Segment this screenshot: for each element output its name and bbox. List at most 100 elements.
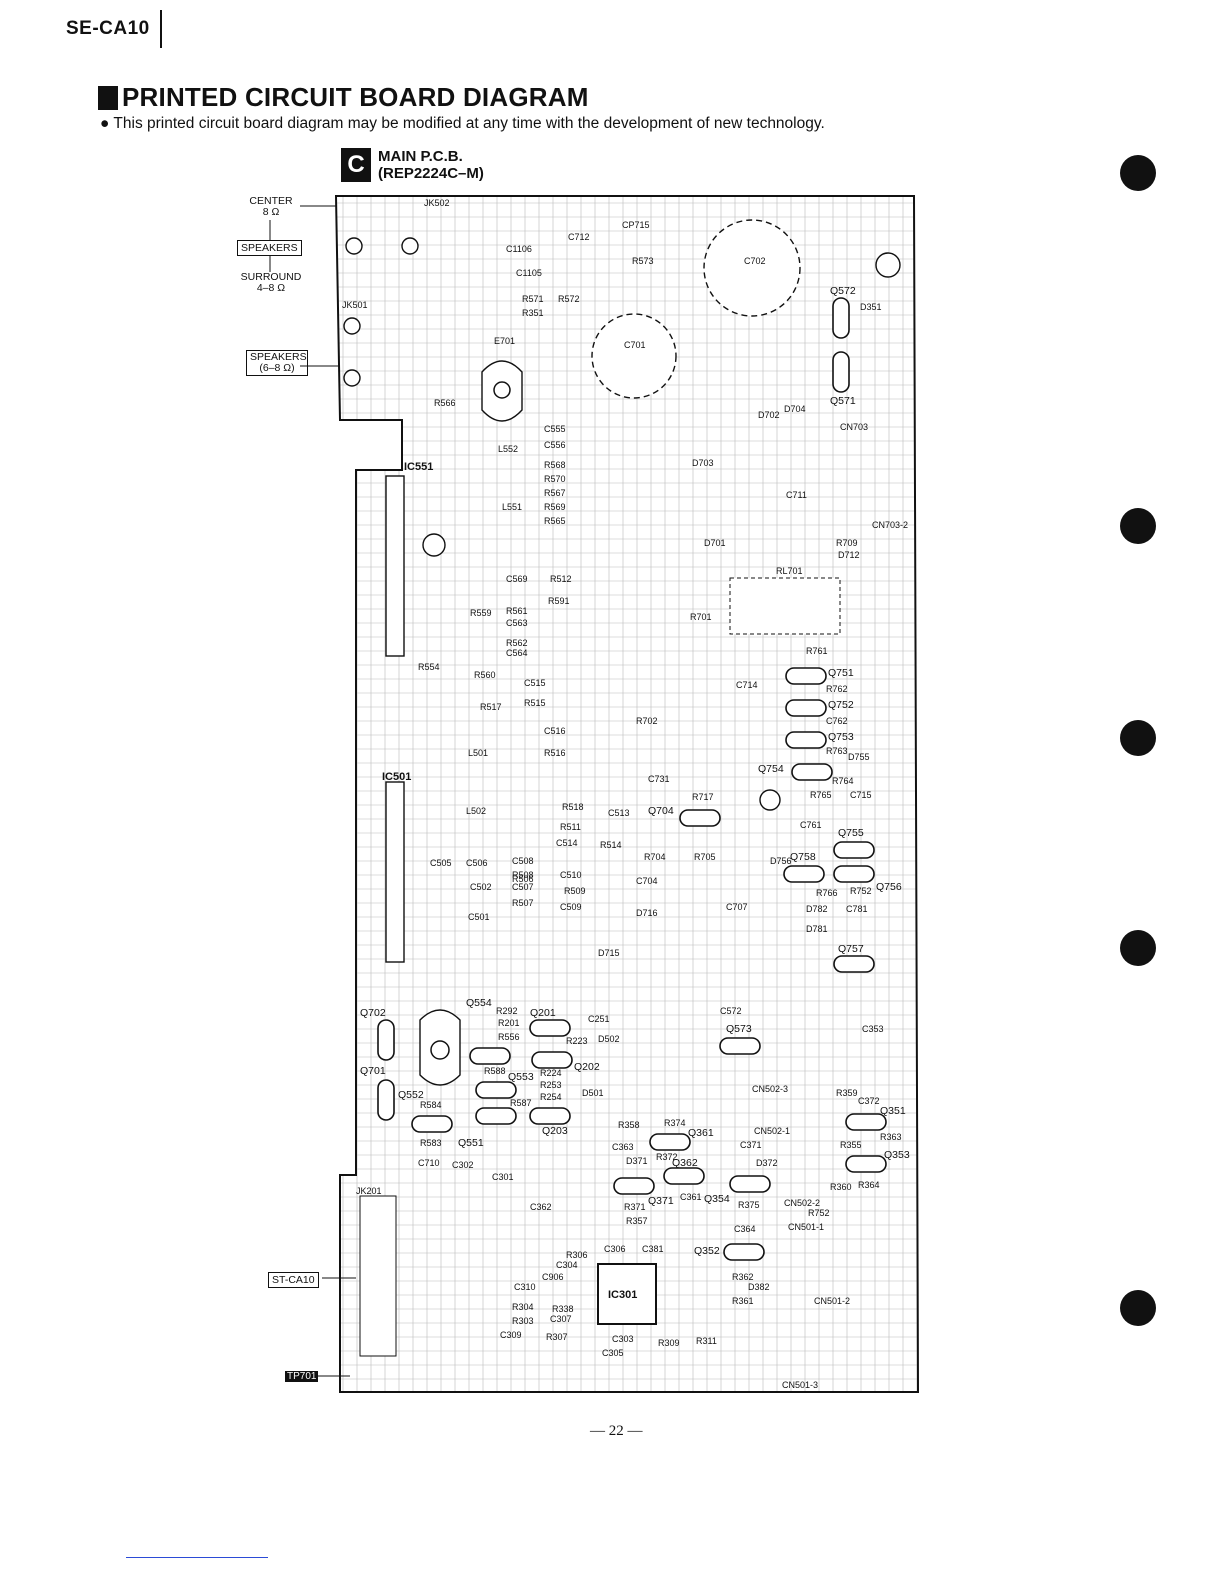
label-r357: R357: [626, 1216, 648, 1226]
label-cn502-2: CN502-2: [784, 1198, 820, 1208]
label-r709: R709: [836, 538, 858, 548]
label-c563: C563: [506, 618, 528, 628]
section-title: MAIN P.C.B.: [378, 148, 463, 165]
jack-terminal-icon: [343, 369, 361, 387]
label-q551: Q551: [458, 1137, 484, 1149]
label-d704: D704: [784, 404, 806, 414]
label-r362: R362: [732, 1272, 754, 1282]
surround-label: SURROUND: [240, 271, 302, 283]
label-c1106: C1106: [506, 244, 532, 254]
label-c309: C309: [500, 1330, 522, 1340]
label-c731: C731: [648, 774, 670, 784]
label-r588: R588: [484, 1066, 506, 1076]
label-r572: R572: [558, 294, 580, 304]
e701-screw-icon: [493, 381, 511, 399]
label-cp715: CP715: [622, 220, 650, 230]
label-r569: R569: [544, 502, 566, 512]
model-number: SE-CA10: [66, 18, 150, 39]
label-r511: R511: [560, 822, 581, 832]
label-r371: R371: [624, 1202, 646, 1212]
tp701-label: TP701: [285, 1371, 319, 1382]
label-r372: R372: [656, 1152, 678, 1162]
label-r559: R559: [470, 608, 492, 618]
ic301-body: [597, 1263, 657, 1325]
label-q203: Q203: [542, 1125, 568, 1137]
label-c307: C307: [550, 1314, 572, 1324]
label-r573: R573: [632, 256, 654, 266]
label-r507: R507: [512, 898, 534, 908]
label-q353: Q353: [884, 1149, 910, 1161]
label-c372: C372: [858, 1096, 880, 1106]
label-r351: R351: [522, 308, 544, 318]
label-c303: C303: [612, 1334, 634, 1344]
mounting-hole-icon: [422, 533, 446, 557]
label-r565: R565: [544, 516, 566, 526]
binder-hole-icon: [1120, 508, 1156, 544]
label-d372: D372: [756, 1158, 778, 1168]
label-q553: Q553: [508, 1071, 534, 1083]
label-c371: C371: [740, 1140, 762, 1150]
leader-lines: [269, 205, 356, 1377]
label-r764: R764: [832, 776, 854, 786]
label-c781: C781: [846, 904, 868, 914]
label-c505: C505: [430, 858, 452, 868]
label-r591: R591: [548, 596, 570, 606]
label-r292: R292: [496, 1006, 518, 1016]
speakers-mid-label: SPEAKERS: [250, 351, 307, 363]
label-c304: C304: [556, 1260, 578, 1270]
label-jk502: JK502: [424, 198, 450, 208]
label-r360: R360: [830, 1182, 852, 1192]
label-c513: C513: [608, 808, 630, 818]
page-number: — 22 —: [590, 1423, 643, 1439]
label-c508: C508: [512, 856, 534, 866]
label-r253: R253: [540, 1080, 562, 1090]
center-label-group: CENTER 8 Ω: [243, 196, 299, 218]
label-r570: R570: [544, 474, 566, 484]
label-l501: L501: [468, 748, 488, 758]
label-c711: C711: [786, 490, 807, 500]
label-c572: C572: [720, 1006, 742, 1016]
label-q753: Q753: [828, 731, 854, 743]
label-c556: C556: [544, 440, 566, 450]
e701-heatsink: [481, 360, 523, 422]
label-jk501: JK501: [342, 300, 368, 310]
mounting-hole-icon: [875, 252, 901, 278]
label-c701: C701: [624, 340, 646, 350]
label-q554: Q554: [466, 997, 492, 1009]
ic551-pins: [385, 475, 405, 657]
label-r717: R717: [692, 792, 714, 802]
label-cn703: CN703: [840, 422, 868, 432]
label-l552: L552: [498, 444, 518, 454]
label-r311: R311: [696, 1336, 717, 1346]
speakers-mid-ohm-label: (6–8 Ω): [259, 362, 295, 374]
speakers-top-label: SPEAKERS: [237, 240, 302, 256]
label-c502: C502: [470, 882, 492, 892]
label-r355: R355: [840, 1140, 862, 1150]
label-r508: R508: [512, 870, 534, 880]
label-cn501-2: CN501-2: [814, 1296, 850, 1306]
label-cn501-3: CN501-3: [782, 1380, 818, 1390]
binder-hole-icon: [1120, 720, 1156, 756]
label-r514: R514: [600, 840, 622, 850]
label-q704: Q704: [648, 805, 674, 817]
label-r516: R516: [544, 748, 566, 758]
label-r556: R556: [498, 1032, 520, 1042]
rl701-relay: [729, 577, 841, 635]
label-q571: Q571: [830, 395, 856, 407]
label-q701: Q701: [360, 1065, 386, 1077]
label-q362: Q362: [672, 1157, 698, 1169]
label-d781: D781: [806, 924, 828, 934]
label-r587: R587: [510, 1098, 532, 1108]
label-q758: Q758: [790, 851, 816, 863]
label-c906: C906: [542, 1272, 564, 1282]
label-c761: C761: [800, 820, 822, 830]
jack-terminal-icon: [401, 237, 419, 255]
label-r518: R518: [562, 802, 584, 812]
jk201-pins: [359, 1195, 397, 1357]
label-q572: Q572: [830, 285, 856, 297]
jack-terminal-icon: [345, 237, 363, 255]
label-r375: R375: [738, 1200, 760, 1210]
label-l551: L551: [502, 502, 522, 512]
label-q702: Q702: [360, 1007, 386, 1019]
label-r304: R304: [512, 1302, 534, 1312]
